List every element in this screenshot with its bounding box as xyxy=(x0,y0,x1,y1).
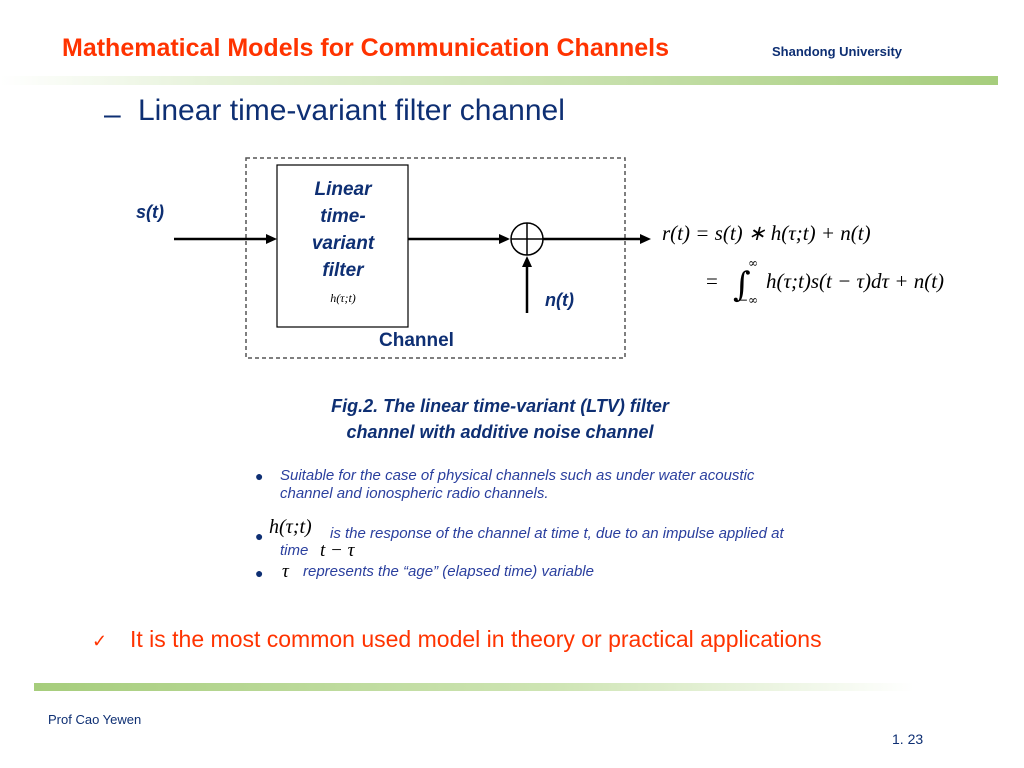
filter-box xyxy=(276,164,409,328)
filter-response-label: h(τ;t) xyxy=(330,291,356,305)
output-arrowhead xyxy=(640,234,651,244)
top-divider-bar xyxy=(0,76,998,85)
slide-title: Mathematical Models for Communication Ch… xyxy=(62,34,670,62)
page-number: 1. 23 xyxy=(892,731,924,747)
filter-label-line4: filter xyxy=(322,260,365,281)
caption-line-2: channel with additive noise channel xyxy=(346,422,654,442)
bullet-2-math-2: t − τ xyxy=(320,540,355,561)
equation-equals: = xyxy=(706,269,718,293)
bullet-1-line-2: channel and ionospheric radio channels. xyxy=(280,485,549,502)
filter-label-line2: time- xyxy=(320,206,365,227)
bullet-dot: ● xyxy=(255,528,264,544)
section-heading: Linear time-variant filter channel xyxy=(138,94,565,127)
filter-label-line1: Linear xyxy=(314,179,373,200)
channel-boundary xyxy=(245,157,626,359)
equation-line-2: h(τ;t)s(t − τ)dτ + n(t) xyxy=(766,269,944,293)
bottom-divider-bar xyxy=(34,683,914,691)
bullet-1-line-1: Suitable for the case of physical channe… xyxy=(280,467,755,484)
noise-label: n(t) xyxy=(545,290,574,310)
checkmark-icon: ✓ xyxy=(92,631,108,651)
input-arrowhead xyxy=(266,234,277,244)
bullet-dot: ● xyxy=(255,468,264,484)
bullet-2-line-2: time xyxy=(280,542,309,559)
filter-output-arrowhead xyxy=(499,234,510,244)
bullet-2-text: is the response of the channel at time t… xyxy=(330,525,784,542)
figure-caption: Fig.2. The linear time-variant (LTV) fil… xyxy=(240,393,760,445)
bullet-dash: – xyxy=(104,98,121,131)
bullet-3-text: represents the “age” (elapsed time) vari… xyxy=(303,563,594,580)
integral-lower-limit: −∞ xyxy=(738,293,758,307)
bullet-2-math: h(τ;t) xyxy=(269,516,312,538)
integral-sign: ∫ xyxy=(733,265,751,305)
bullet-dot: ● xyxy=(255,565,264,581)
conclusion-text: It is the most common used model in theo… xyxy=(130,626,822,652)
bullet-3-math: τ xyxy=(282,561,289,582)
university-name: Shandong University xyxy=(772,44,903,59)
author-footer: Prof Cao Yewen xyxy=(48,712,142,727)
equation-line-1: r(t) = s(t) ∗ h(τ;t) + n(t) xyxy=(662,221,871,245)
input-signal-label: s(t) xyxy=(136,202,164,222)
integral-upper-limit: ∞ xyxy=(748,256,758,270)
filter-label-line3: variant xyxy=(312,233,375,254)
noise-arrowhead xyxy=(522,256,532,267)
caption-line-1: Fig.2. The linear time-variant (LTV) fil… xyxy=(331,396,669,416)
channel-label: Channel xyxy=(379,330,454,351)
